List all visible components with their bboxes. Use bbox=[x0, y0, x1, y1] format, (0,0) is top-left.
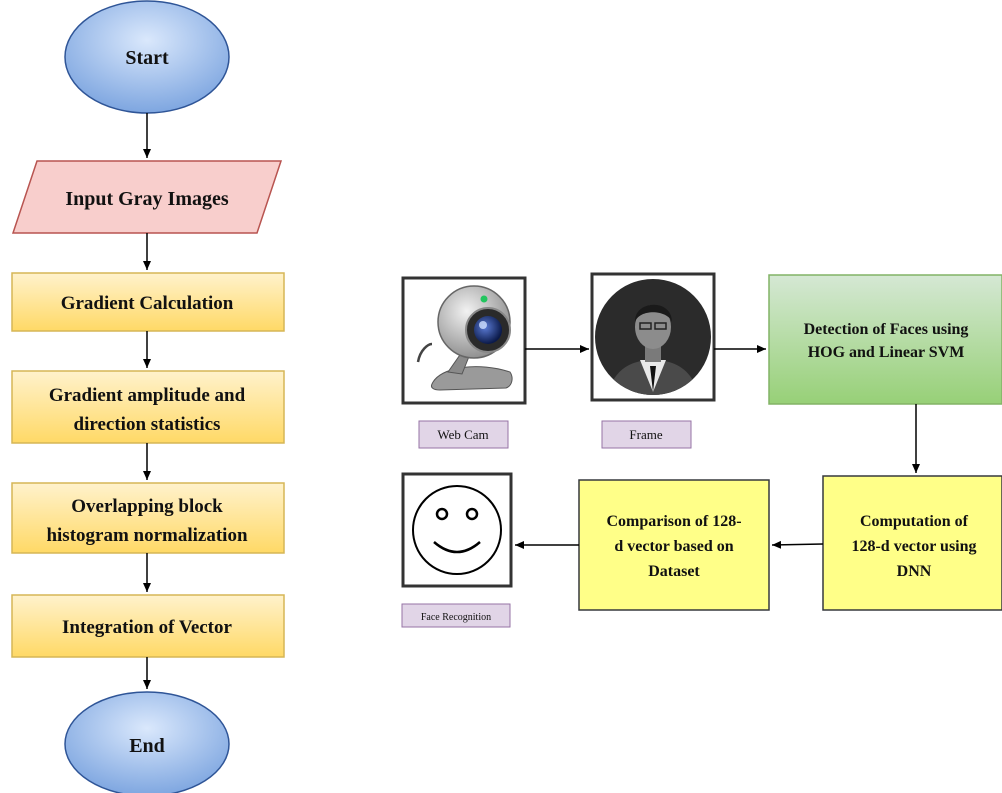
hog-flowchart: Start Input Gray Images Gradient Calcula… bbox=[11, 0, 285, 793]
webcam-label: Web Cam bbox=[437, 427, 488, 442]
start-node: Start bbox=[64, 0, 230, 114]
gradient-calculation-node: Gradient Calculation bbox=[11, 272, 285, 332]
computation-node: Computation of 128-d vector using DNN bbox=[822, 475, 1002, 611]
webcam-icon bbox=[416, 285, 513, 391]
face-recognition-pipeline: Web Cam Fra bbox=[401, 272, 1002, 628]
detection-node: Detection of Faces using HOG and Linear … bbox=[768, 274, 1002, 405]
comparison-line2: d vector based on bbox=[614, 538, 733, 555]
face-recognition-label: Face Recognition bbox=[421, 612, 491, 623]
smiley-face-icon bbox=[412, 485, 502, 575]
start-label: Start bbox=[125, 47, 169, 69]
gradient-calculation-label: Gradient Calculation bbox=[61, 293, 234, 314]
input-label: Input Gray Images bbox=[65, 188, 229, 210]
block-normalization-line1: Overlapping block bbox=[71, 496, 223, 517]
face-box bbox=[401, 472, 513, 588]
person-silhouette-icon bbox=[595, 279, 711, 395]
arrow-computation-to-comparison bbox=[771, 540, 824, 549]
detection-line1: Detection of Faces using bbox=[804, 321, 969, 338]
gradient-statistics-line1: Gradient amplitude and bbox=[49, 385, 246, 406]
frame-label: Frame bbox=[629, 427, 662, 442]
integration-label: Integration of Vector bbox=[62, 617, 232, 638]
computation-line2: 128-d vector using bbox=[851, 538, 976, 555]
gradient-statistics-line2: direction statistics bbox=[74, 414, 221, 435]
webcam-tag: Web Cam bbox=[418, 420, 509, 449]
computation-line3: DNN bbox=[897, 563, 932, 580]
webcam-box bbox=[401, 276, 527, 405]
face-tag: Face Recognition bbox=[401, 603, 511, 628]
comparison-line3: Dataset bbox=[648, 563, 700, 580]
frame-tag: Frame bbox=[601, 420, 692, 449]
block-normalization-node: Overlapping block histogram normalizatio… bbox=[11, 482, 285, 554]
comparison-line1: Comparison of 128- bbox=[606, 513, 741, 530]
detection-line2: HOG and Linear SVM bbox=[808, 344, 965, 361]
computation-line1: Computation of bbox=[860, 513, 969, 530]
end-label: End bbox=[129, 735, 165, 757]
end-node: End bbox=[64, 691, 230, 793]
integration-node: Integration of Vector bbox=[11, 594, 285, 658]
gradient-statistics-node: Gradient amplitude and direction statist… bbox=[11, 370, 285, 444]
block-normalization-line2: histogram normalization bbox=[46, 525, 248, 546]
input-node: Input Gray Images bbox=[11, 160, 283, 234]
frame-box bbox=[590, 272, 716, 402]
comparison-node: Comparison of 128- d vector based on Dat… bbox=[578, 479, 770, 611]
